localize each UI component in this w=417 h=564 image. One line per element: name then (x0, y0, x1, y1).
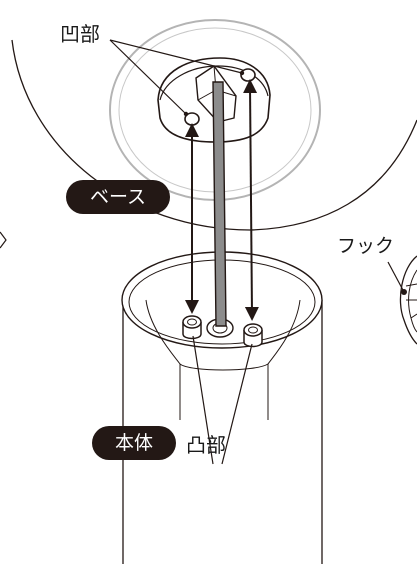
label-hook: フック (337, 235, 395, 257)
body-inner-wall (145, 299, 181, 420)
leader-recess-right (109, 39, 243, 74)
base-outer-arc (11, 39, 417, 231)
protrusion-left (182, 315, 202, 340)
left-edge-fragment (0, 231, 7, 249)
leader-protrusion-left (192, 335, 214, 465)
leader-protrusion-right (221, 343, 253, 465)
rod (212, 81, 227, 327)
protrusion-right (243, 323, 263, 348)
label-recess: 凹部 (60, 22, 100, 46)
alignment-arrow-right (243, 79, 259, 321)
base-hub-top (159, 65, 269, 101)
recess-right (240, 68, 256, 82)
body-top-plate (179, 363, 269, 371)
leader-hook (387, 261, 405, 293)
label-protrusion: 凸部 (186, 433, 226, 457)
label-base: ベース (66, 180, 170, 214)
leader-recess-left (109, 39, 187, 115)
label-main-body: 本体 (92, 426, 176, 460)
hook-part-outline (399, 255, 417, 345)
